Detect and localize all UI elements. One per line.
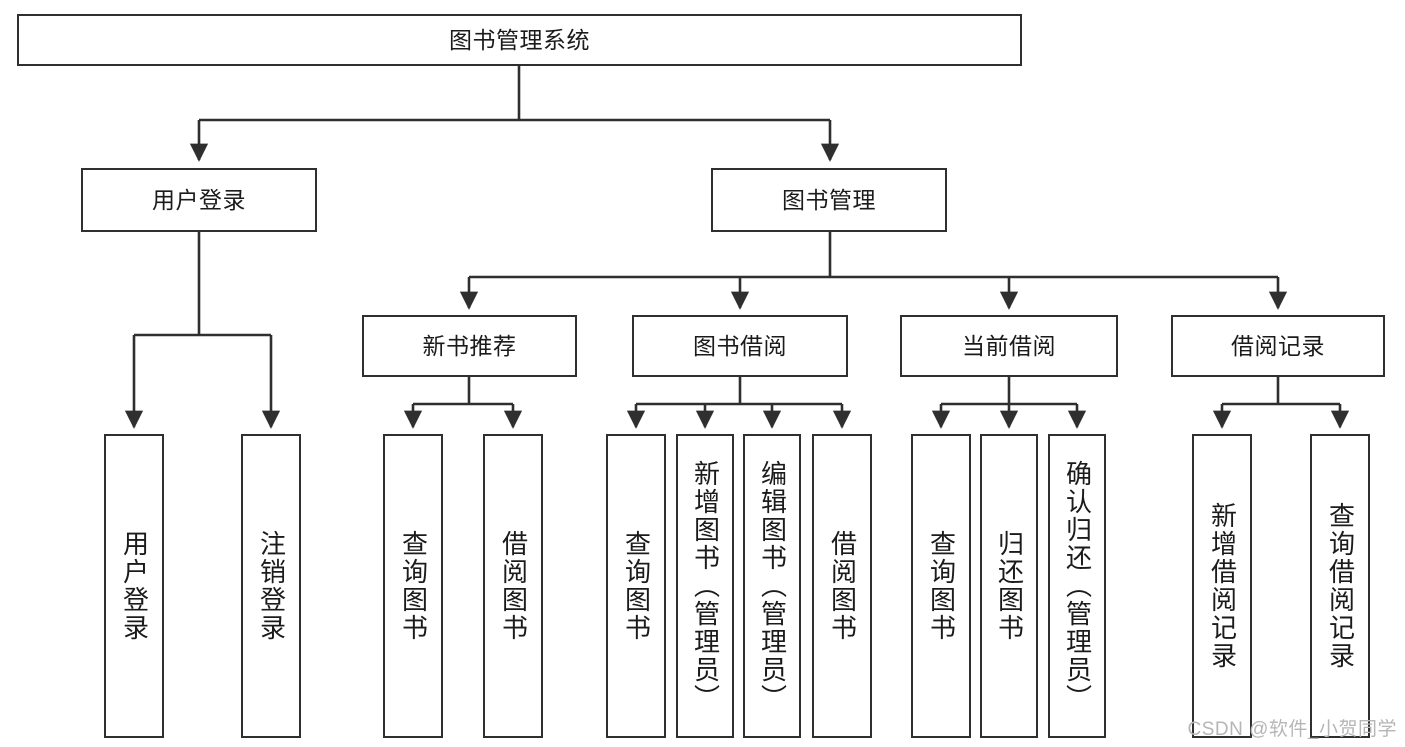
leaf-book-borrow-add[interactable]: 新增图书（管理员） <box>676 434 734 738</box>
node-new-book-recommend-label: 新书推荐 <box>422 332 517 359</box>
leaf-label: 注销登录 <box>256 530 287 642</box>
leaf-new-books-query[interactable]: 查询图书 <box>383 434 443 738</box>
leaf-current-borrow-confirm[interactable]: 确认归还（管理员） <box>1048 434 1106 738</box>
leaf-label: 编辑图书（管理员） <box>757 460 788 712</box>
leaf-label: 借阅图书 <box>827 530 858 642</box>
node-book-management-label: 图书管理 <box>782 186 876 213</box>
leaf-current-borrow-query[interactable]: 查询图书 <box>911 434 971 738</box>
csdn-watermark: CSDN @软件_小贺同学 <box>1187 719 1397 740</box>
node-user-login[interactable]: 用户登录 <box>81 168 317 232</box>
leaf-label: 新增图书（管理员） <box>690 460 721 712</box>
node-current-borrow-label: 当前借阅 <box>962 332 1056 359</box>
leaf-book-borrow-lend[interactable]: 借阅图书 <box>812 434 872 738</box>
leaf-borrow-records-add[interactable]: 新增借阅记录 <box>1192 434 1252 738</box>
node-root[interactable]: 图书管理系统 <box>17 14 1022 66</box>
node-book-borrow[interactable]: 图书借阅 <box>632 315 848 377</box>
leaf-label: 用户登录 <box>119 530 150 642</box>
leaf-book-borrow-edit[interactable]: 编辑图书（管理员） <box>743 434 801 738</box>
node-current-borrow[interactable]: 当前借阅 <box>900 315 1118 377</box>
node-book-management[interactable]: 图书管理 <box>711 168 947 232</box>
leaf-label: 确认归还（管理员） <box>1062 460 1093 712</box>
leaf-new-books-borrow[interactable]: 借阅图书 <box>483 434 543 738</box>
leaf-label: 查询图书 <box>398 530 429 642</box>
leaf-label: 归还图书 <box>994 530 1025 642</box>
leaf-label: 查询借阅记录 <box>1325 502 1356 670</box>
node-user-login-label: 用户登录 <box>152 186 246 213</box>
node-root-label: 图书管理系统 <box>449 26 590 53</box>
node-borrow-records-label: 借阅记录 <box>1231 332 1325 359</box>
leaf-current-borrow-return[interactable]: 归还图书 <box>980 434 1038 738</box>
node-borrow-records[interactable]: 借阅记录 <box>1171 315 1385 377</box>
leaf-label: 借阅图书 <box>498 530 529 642</box>
leaf-label: 查询图书 <box>621 530 652 642</box>
node-new-book-recommend[interactable]: 新书推荐 <box>362 315 577 377</box>
leaf-label: 新增借阅记录 <box>1207 502 1238 670</box>
leaf-user-login-signin[interactable]: 用户登录 <box>104 434 164 738</box>
leaf-book-borrow-query[interactable]: 查询图书 <box>606 434 666 738</box>
node-book-borrow-label: 图书借阅 <box>693 332 787 359</box>
leaf-borrow-records-query[interactable]: 查询借阅记录 <box>1310 434 1370 738</box>
leaf-user-login-signout[interactable]: 注销登录 <box>241 434 301 738</box>
leaf-label: 查询图书 <box>926 530 957 642</box>
